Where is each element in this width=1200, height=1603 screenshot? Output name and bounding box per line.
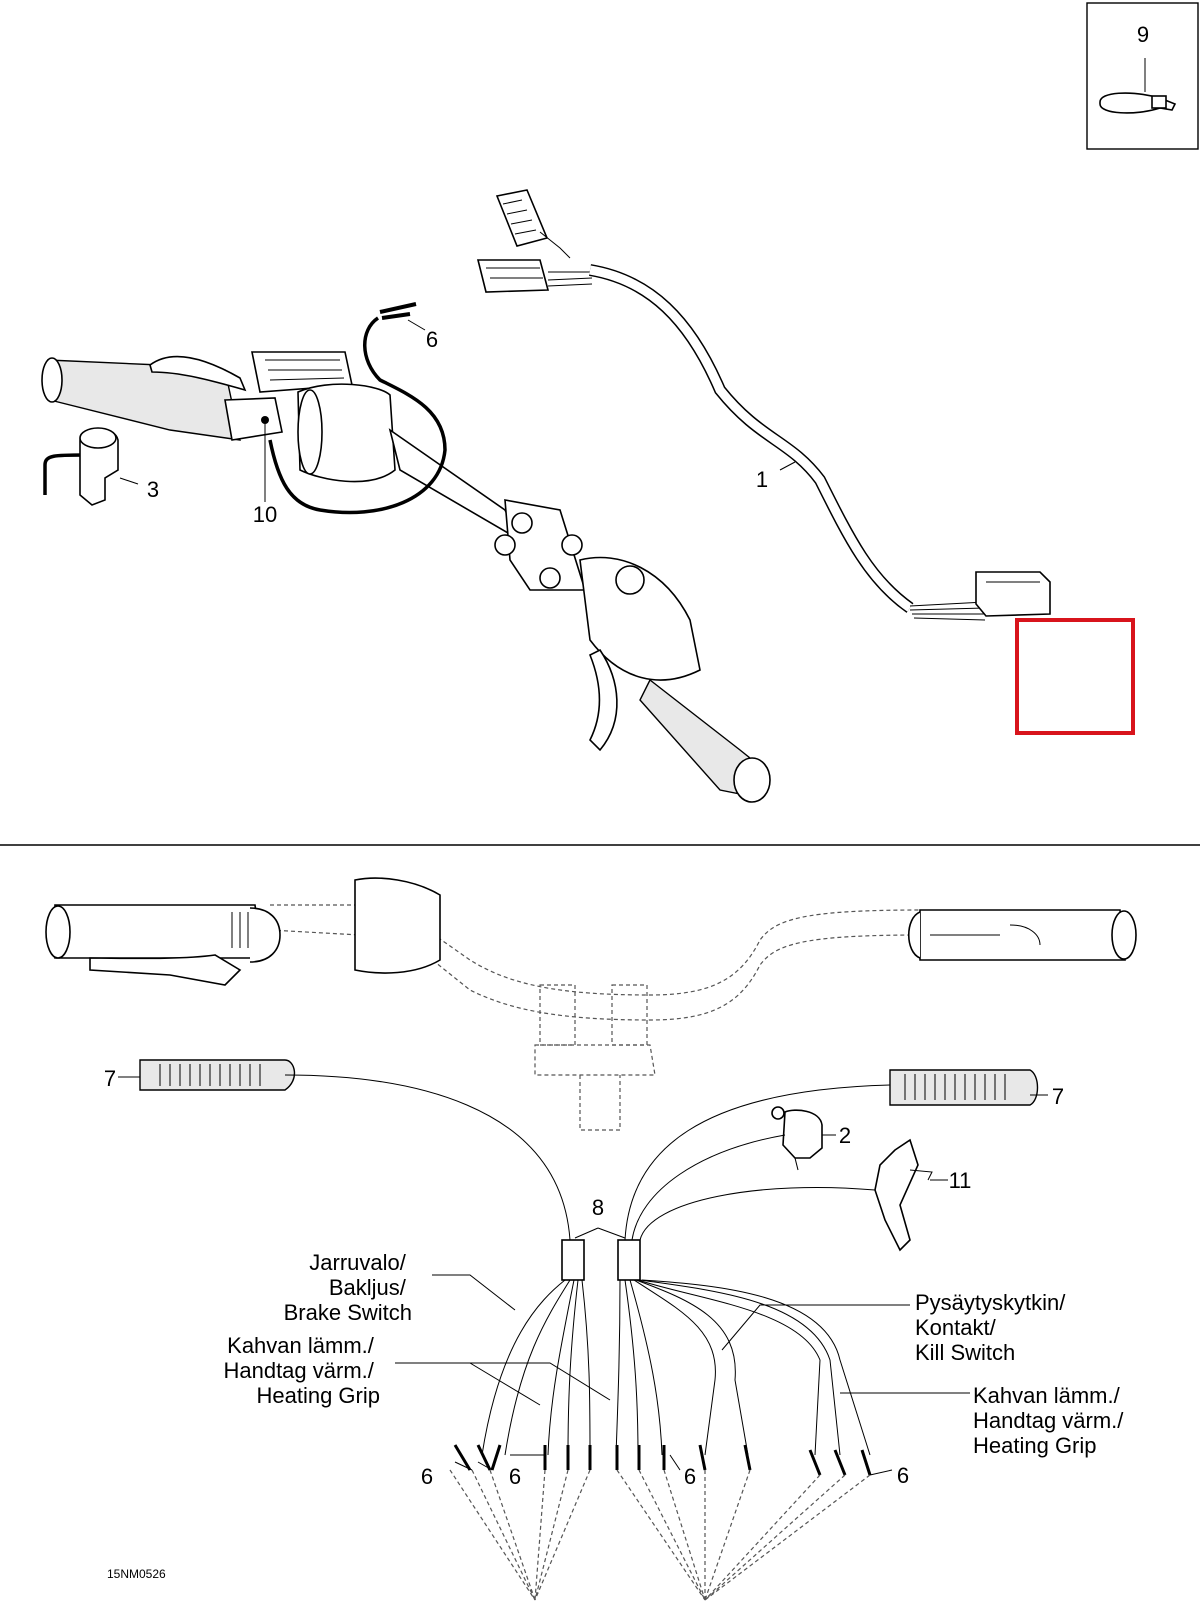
heating-element-7-left bbox=[118, 1059, 296, 1091]
callout-3: 3 bbox=[147, 477, 159, 502]
cable-tie-inset bbox=[1086, 2, 1199, 150]
callout-6-top: 6 bbox=[426, 327, 438, 352]
brake-switch-part-11 bbox=[874, 1138, 948, 1252]
callout-7-left: 7 bbox=[104, 1066, 116, 1091]
switch-part-3 bbox=[43, 427, 139, 506]
heating-element-7-right bbox=[889, 1069, 1048, 1106]
callout-10: 10 bbox=[253, 502, 277, 527]
highlight-box bbox=[1015, 618, 1135, 735]
callout-2: 2 bbox=[839, 1123, 851, 1148]
callout-11: 11 bbox=[949, 1168, 972, 1193]
callout-8: 8 bbox=[592, 1195, 604, 1220]
drawing-code: 15NM0526 bbox=[107, 1567, 166, 1581]
label-heating-grip-right: Kahvan lämm./ Handtag värm./ Heating Gri… bbox=[973, 1383, 1130, 1458]
callout-6-d: 6 bbox=[897, 1463, 909, 1488]
label-heating-grip-left: Kahvan lämm./ Handtag värm./ Heating Gri… bbox=[223, 1333, 380, 1408]
label-kill-switch: Pysäytyskytkin/ Kontakt/ Kill Switch bbox=[915, 1290, 1072, 1365]
handlebar-assembly-top bbox=[41, 351, 771, 803]
callout-6-a: 6 bbox=[421, 1464, 433, 1489]
terminals-part-6 bbox=[453, 1444, 893, 1476]
label-brake-switch: Jarruvalo/ Bakljus/ Brake Switch bbox=[284, 1250, 412, 1325]
main-harness bbox=[476, 189, 1051, 621]
label-leaders bbox=[395, 1274, 970, 1406]
left-grip-bottom bbox=[45, 877, 441, 986]
kill-switch-part-2 bbox=[771, 1106, 836, 1171]
dashed-fanout bbox=[449, 1469, 871, 1601]
callout-6-c: 6 bbox=[684, 1464, 696, 1489]
callout-7-right: 7 bbox=[1052, 1084, 1064, 1109]
handlebar-outline-dashed bbox=[269, 904, 921, 1131]
callout-9: 9 bbox=[1137, 22, 1149, 47]
harness-wires-bottom bbox=[284, 1074, 891, 1456]
callout-1: 1 bbox=[756, 467, 768, 492]
callout-6-b: 6 bbox=[509, 1464, 521, 1489]
right-grip-bottom bbox=[908, 909, 1137, 961]
